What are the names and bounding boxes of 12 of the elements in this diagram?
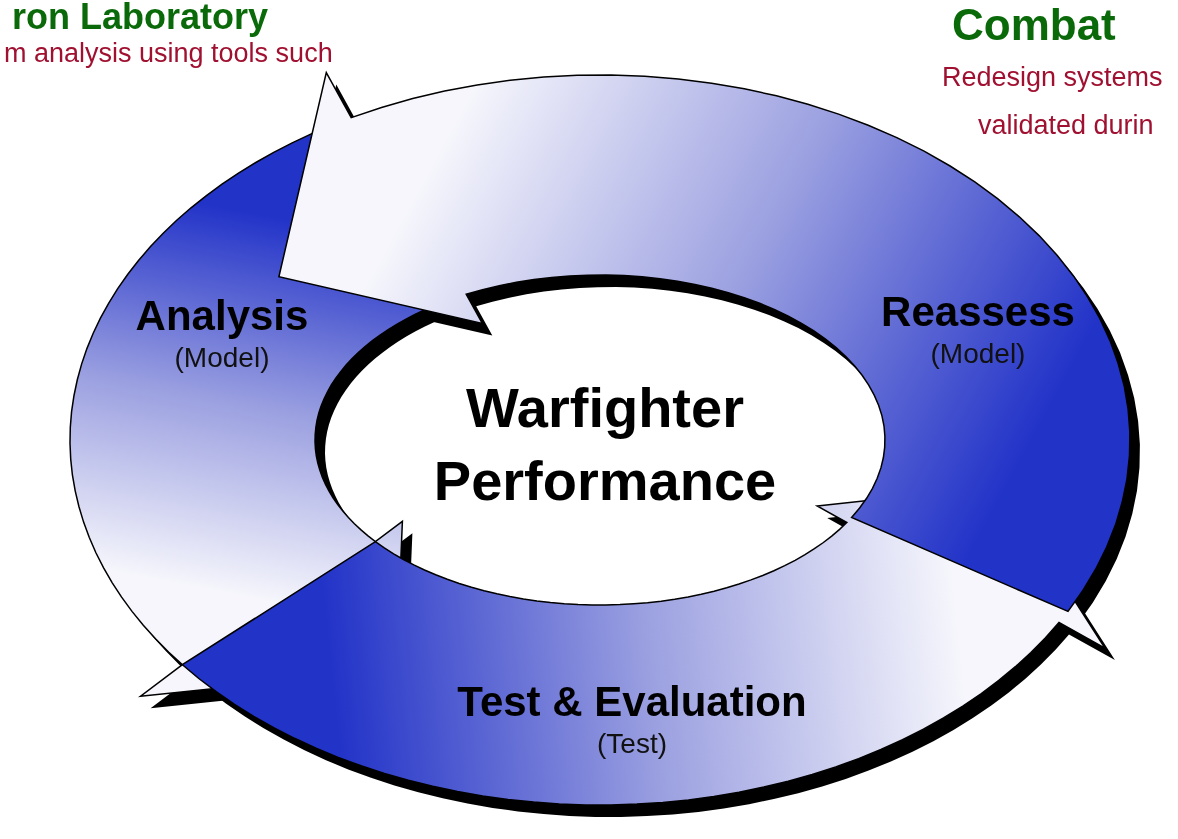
description-text: m analysis using tools such bbox=[4, 38, 333, 69]
heading: Combat bbox=[952, 0, 1116, 50]
description-text: validated durin bbox=[978, 110, 1154, 141]
stage-subtitle: (Test) bbox=[596, 728, 668, 760]
stage-title: Test & Evaluation bbox=[457, 678, 807, 726]
stage-subtitle: (Model) bbox=[929, 338, 1027, 370]
stage-title: Reassess bbox=[881, 288, 1075, 336]
stage-title: Analysis bbox=[135, 292, 309, 340]
description-text: Redesign systems bbox=[942, 62, 1163, 93]
center-title: Warfighter Performance bbox=[432, 375, 778, 514]
stage-subtitle: (Model) bbox=[173, 342, 271, 374]
heading: ron Laboratory bbox=[12, 0, 269, 38]
